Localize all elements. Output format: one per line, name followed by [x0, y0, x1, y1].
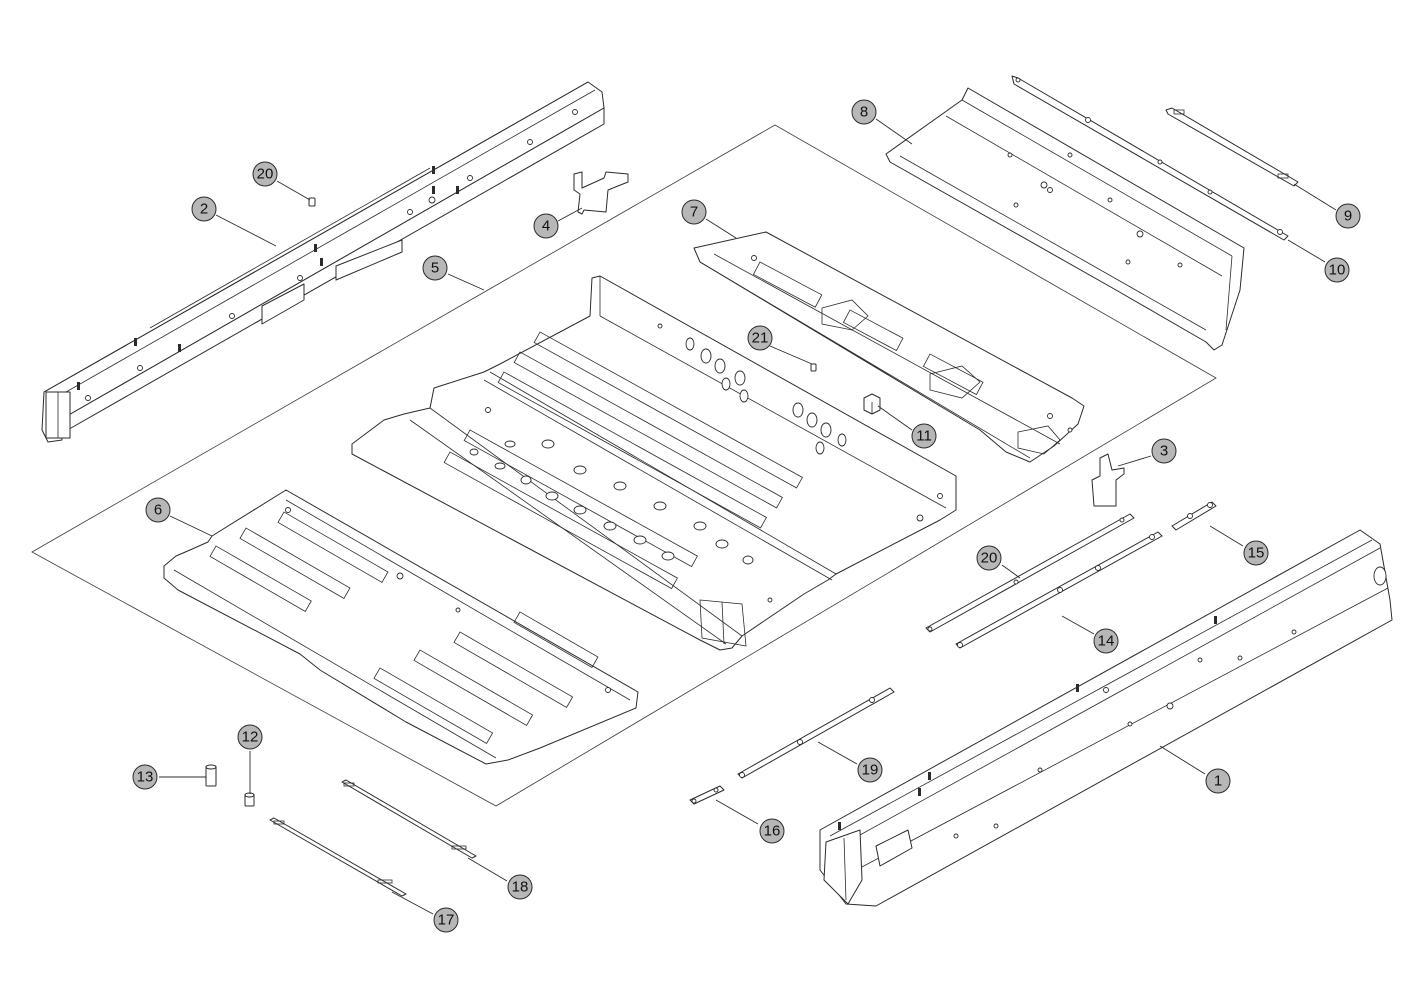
callout-19: 19 — [857, 757, 883, 783]
callout-11: 11 — [911, 423, 937, 449]
svg-text:20: 20 — [257, 166, 274, 183]
part-12-spacer — [244, 792, 255, 807]
part-20-bolt — [308, 197, 316, 207]
part-15-short-strip — [1171, 501, 1217, 531]
part-18-strip — [341, 779, 477, 859]
svg-text:5: 5 — [431, 260, 439, 277]
svg-text:4: 4 — [542, 218, 550, 235]
svg-text:7: 7 — [690, 204, 698, 221]
callout-6: 6 — [145, 497, 171, 523]
callout-7: 7 — [681, 199, 707, 225]
svg-text:2: 2 — [200, 201, 208, 218]
callout-21: 21 — [747, 325, 773, 351]
part-9-short-strip — [1165, 107, 1299, 187]
svg-text:21: 21 — [752, 330, 769, 347]
part-4-bracket — [573, 171, 629, 215]
svg-text:3: 3 — [1160, 443, 1168, 460]
svg-text:19: 19 — [862, 762, 879, 779]
callout-8: 8 — [851, 99, 877, 125]
svg-text:9: 9 — [1344, 208, 1352, 225]
callout-1: 1 — [1205, 768, 1231, 794]
callout-5: 5 — [422, 255, 448, 281]
part-17-strip — [269, 817, 407, 897]
part-10-long-strip — [1011, 75, 1289, 241]
svg-text:6: 6 — [154, 502, 162, 519]
part-16-short-strip — [689, 785, 725, 805]
part-20-long-strip — [925, 513, 1135, 633]
leader-lines — [159, 118, 1337, 915]
svg-text:8: 8 — [860, 104, 868, 121]
part-13-spacer — [205, 764, 217, 787]
callout-13: 13 — [132, 764, 158, 790]
svg-text:1: 1 — [1214, 773, 1222, 790]
assembly-boundary-outline — [31, 124, 1217, 807]
callout-20-top: 20 — [252, 161, 278, 187]
part-7-floor-section — [693, 231, 1085, 463]
part-14-long-strip — [955, 531, 1163, 649]
callout-16: 16 — [759, 818, 785, 844]
callout-2: 2 — [191, 196, 217, 222]
svg-text:12: 12 — [242, 729, 259, 746]
callout-3: 3 — [1151, 438, 1177, 464]
svg-text:10: 10 — [1329, 262, 1346, 279]
svg-text:15: 15 — [1248, 545, 1265, 562]
callout-15: 15 — [1243, 540, 1269, 566]
callout-10: 10 — [1324, 257, 1350, 283]
svg-text:13: 13 — [137, 769, 154, 786]
callout-4: 4 — [533, 213, 559, 239]
part-11-block — [863, 393, 881, 415]
part-3-bracket — [1091, 453, 1125, 507]
callout-14: 14 — [1093, 628, 1119, 654]
callout-17: 17 — [433, 907, 459, 933]
part-6-floor-section — [163, 489, 639, 765]
svg-text:17: 17 — [438, 912, 455, 929]
part-21-bolt — [810, 363, 817, 372]
svg-text:14: 14 — [1098, 633, 1115, 650]
callout-12: 12 — [237, 724, 263, 750]
part-19-strip — [737, 687, 895, 779]
svg-text:11: 11 — [916, 428, 932, 445]
svg-text:20: 20 — [981, 550, 998, 567]
callout-9: 9 — [1335, 203, 1361, 229]
part-8-rear-panel — [885, 87, 1245, 351]
callout-18: 18 — [507, 874, 533, 900]
part-5-central-floor — [351, 275, 957, 651]
svg-text:18: 18 — [512, 879, 529, 896]
svg-text:16: 16 — [764, 823, 781, 840]
callout-20-middle: 20 — [976, 545, 1002, 571]
part-1-right-side-rail — [819, 529, 1393, 907]
part-2-left-side-rail — [41, 81, 605, 443]
